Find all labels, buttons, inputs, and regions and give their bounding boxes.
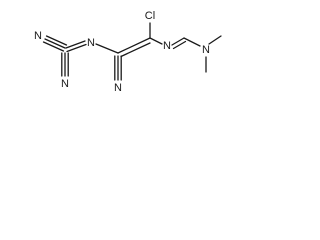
atom-n-nitrile-bottom: N	[61, 78, 69, 90]
methyl-bond-upper	[208, 35, 222, 45]
atom-n-amine: N	[202, 44, 210, 56]
atom-cl: Cl	[145, 10, 155, 22]
atom-n-imine-left: N	[87, 37, 95, 49]
atom-n-nitrile-top: N	[34, 30, 42, 42]
single-bond-c-n-right	[149, 37, 163, 45]
double-bond-n-ch	[171, 37, 187, 50]
atom-n-imine-right: N	[163, 40, 171, 52]
bonds	[42, 22, 222, 81]
atom-labels: N N N Cl N N N	[34, 10, 210, 94]
double-bond-c-n-left	[65, 40, 87, 53]
chemical-structure-diagram: N N N Cl N N N	[34, 10, 222, 94]
single-bond-ch-n	[183, 37, 201, 47]
single-bond-n-c	[95, 43, 119, 54]
double-bond-c-c	[117, 37, 151, 58]
triple-bond-bottom-nitrile	[61, 52, 69, 77]
atom-n-nitrile-lower: N	[114, 82, 122, 94]
triple-bond-top-nitrile	[42, 35, 68, 52]
triple-bond-lower-nitrile	[114, 55, 122, 81]
